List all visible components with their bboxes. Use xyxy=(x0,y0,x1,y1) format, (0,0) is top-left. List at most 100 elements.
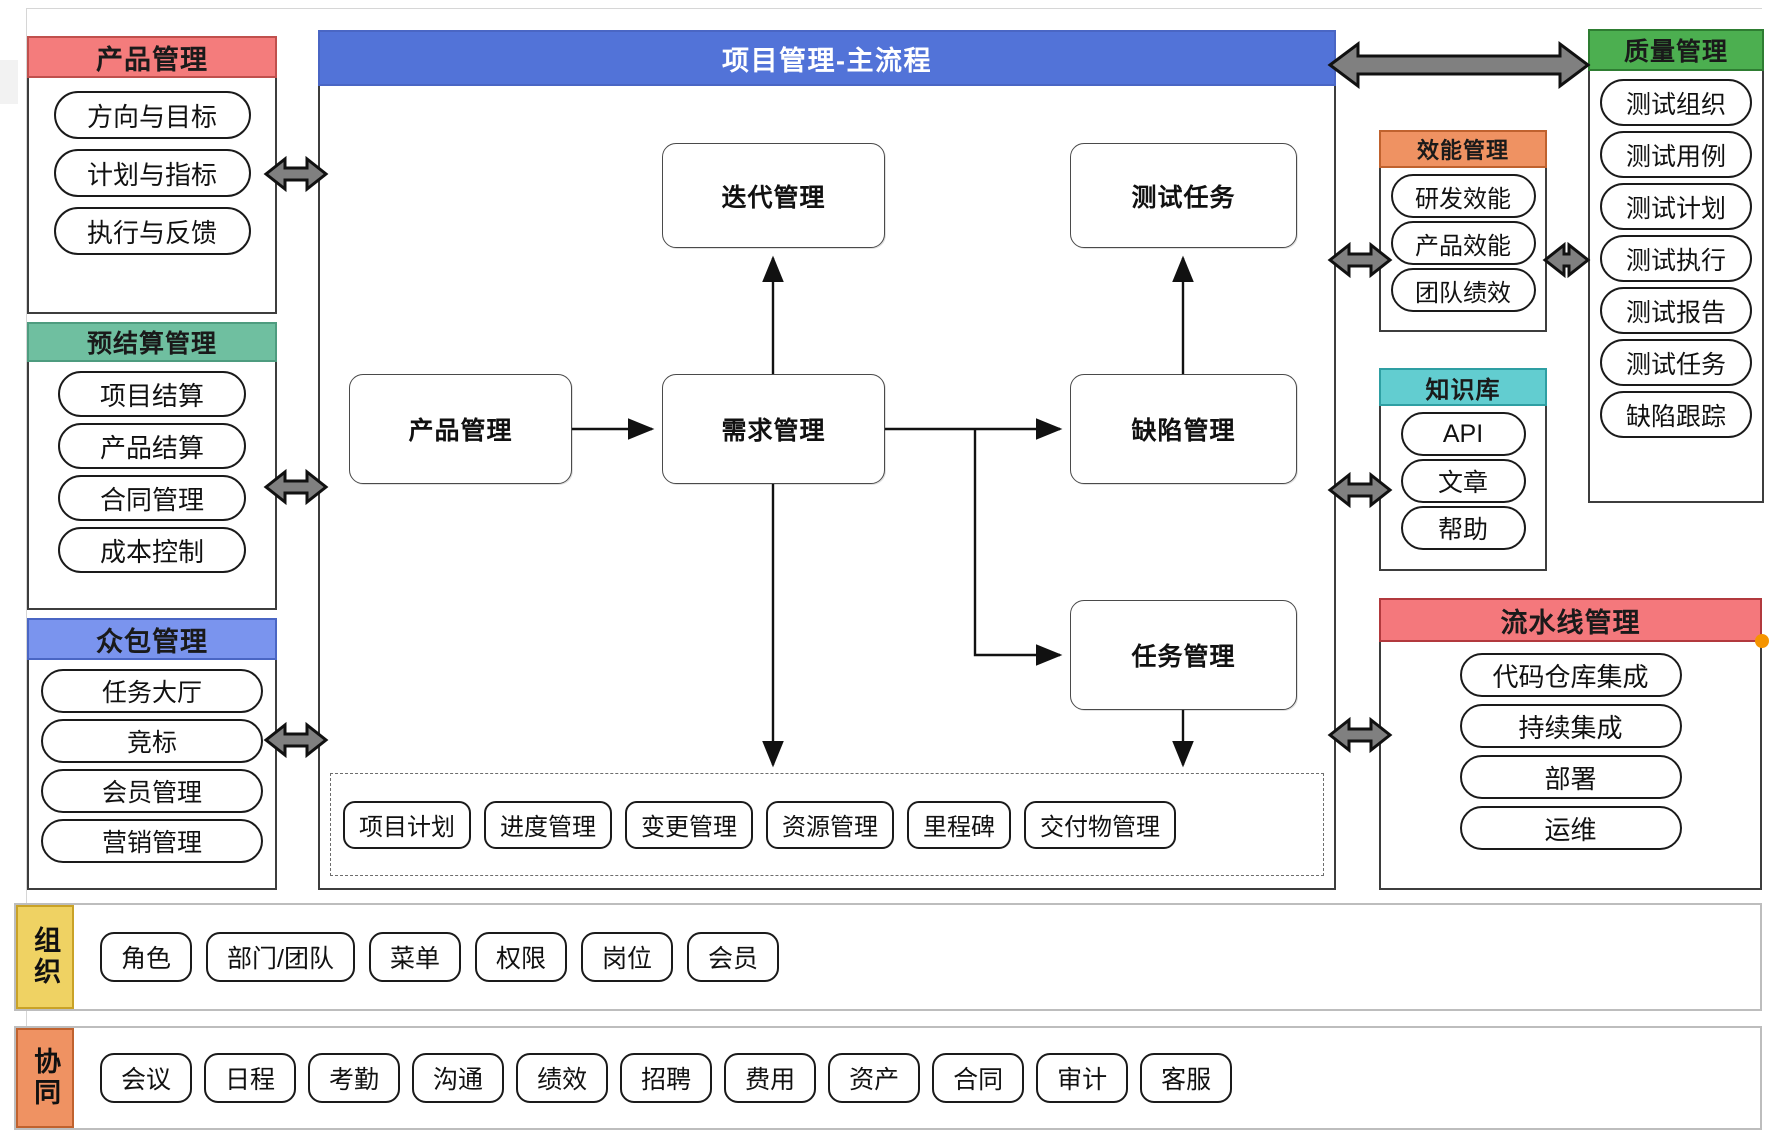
bar-pill[interactable]: 考勤 xyxy=(308,1053,401,1103)
panel-title-text: 知识库 xyxy=(1425,376,1501,404)
pill-item[interactable]: 执行与反馈 xyxy=(53,207,251,255)
node-label: 测试任务 xyxy=(1131,183,1236,212)
pill-item[interactable]: 测试任务 xyxy=(1600,339,1752,386)
panel-crowdsourcing-management[interactable]: 众包管理 任务大厅 竞标 会员管理 营销管理 xyxy=(27,618,277,890)
bar-pill-label: 岗位 xyxy=(602,945,653,973)
pill-label: API xyxy=(1442,419,1484,448)
bar-pill-label: 考勤 xyxy=(329,1066,380,1094)
flow-node-iteration[interactable]: 迭代管理 xyxy=(662,143,885,248)
pill-label: 持续集成 xyxy=(1518,712,1623,743)
pill-label: 测试报告 xyxy=(1625,298,1726,327)
bar-pill-label: 沟通 xyxy=(433,1066,484,1094)
bar-pill-label: 资产 xyxy=(849,1066,900,1094)
pill-label: 测试执行 xyxy=(1625,246,1726,275)
pill-item[interactable]: 会员管理 xyxy=(41,769,263,813)
panel-title: 产品管理 xyxy=(27,36,277,78)
subitem-pill[interactable]: 资源管理 xyxy=(766,800,894,849)
pill-item[interactable]: 代码仓库集成 xyxy=(1459,653,1682,697)
bar-pill[interactable]: 沟通 xyxy=(412,1053,505,1103)
flow-header: 项目管理-主流程 xyxy=(318,30,1336,86)
bar-pill[interactable]: 部门/团队 xyxy=(206,932,355,982)
bar-pill[interactable]: 费用 xyxy=(724,1053,817,1103)
pill-label: 测试用例 xyxy=(1625,142,1726,171)
pill-item[interactable]: 测试组织 xyxy=(1600,79,1752,126)
flow-node-task-management[interactable]: 任务管理 xyxy=(1070,600,1297,710)
bar-pill[interactable]: 会员 xyxy=(687,932,780,982)
pill-item[interactable]: 方向与目标 xyxy=(53,91,251,139)
pill-label: 帮助 xyxy=(1437,516,1488,544)
bar-pill[interactable]: 角色 xyxy=(100,932,193,982)
panel-knowledge-base[interactable]: 知识库 API 文章 帮助 xyxy=(1379,368,1547,571)
bar-pill[interactable]: 权限 xyxy=(474,932,567,982)
pill-item[interactable]: 运维 xyxy=(1459,806,1682,850)
pill-item[interactable]: 营销管理 xyxy=(41,819,263,863)
pill-item[interactable]: 测试用例 xyxy=(1600,131,1752,178)
pill-item[interactable]: 研发效能 xyxy=(1390,174,1536,218)
pill-label: 计划与指标 xyxy=(86,159,217,190)
pill-label: 项目结算 xyxy=(99,380,204,411)
bar-pill[interactable]: 日程 xyxy=(204,1053,297,1103)
flow-node-defect-management[interactable]: 缺陷管理 xyxy=(1070,374,1297,484)
flow-title: 项目管理-主流程 xyxy=(722,45,932,76)
pill-item[interactable]: 测试计划 xyxy=(1600,183,1752,230)
subitem-pill[interactable]: 项目计划 xyxy=(343,800,471,849)
panel-items: 任务大厅 竞标 会员管理 营销管理 xyxy=(29,660,275,872)
pill-item[interactable]: 帮助 xyxy=(1400,506,1526,550)
bar-pill-label: 部门/团队 xyxy=(227,945,334,973)
bar-pill[interactable]: 招聘 xyxy=(620,1053,713,1103)
pill-item[interactable]: 测试执行 xyxy=(1600,235,1752,282)
pill-item[interactable]: 持续集成 xyxy=(1459,704,1682,748)
pill-item[interactable]: 部署 xyxy=(1459,755,1682,799)
pill-label: 任务大厅 xyxy=(101,679,202,707)
pill-item[interactable]: 产品效能 xyxy=(1390,221,1536,265)
bar-pill-label: 客服 xyxy=(1161,1066,1212,1094)
panel-quality-management[interactable]: 质量管理 测试组织 测试用例 测试计划 测试执行 测试报告 测试任务 缺陷跟踪 xyxy=(1588,29,1764,503)
page-top-rule xyxy=(26,8,1762,9)
pill-item[interactable]: 任务大厅 xyxy=(41,669,263,713)
double-arrow-efficiency-to-quality xyxy=(1542,241,1591,279)
pill-item[interactable]: 缺陷跟踪 xyxy=(1600,391,1752,438)
bar-tag-collaboration: 协同 xyxy=(16,1028,74,1128)
flow-subitems-container: 项目计划 进度管理 变更管理 资源管理 里程碑 交付物管理 xyxy=(330,773,1324,876)
flow-node-requirement-management[interactable]: 需求管理 xyxy=(662,374,885,484)
bar-pill[interactable]: 会议 xyxy=(100,1053,193,1103)
pill-item[interactable]: 计划与指标 xyxy=(53,149,251,197)
pill-item[interactable]: API xyxy=(1400,412,1526,456)
pill-item[interactable]: 产品结算 xyxy=(58,423,246,469)
pill-label: 成本控制 xyxy=(99,536,204,567)
bar-tag-organization: 组织 xyxy=(16,905,74,1009)
bar-pill[interactable]: 岗位 xyxy=(581,932,674,982)
bar-pill[interactable]: 客服 xyxy=(1140,1053,1233,1103)
bar-pill[interactable]: 合同 xyxy=(932,1053,1025,1103)
pill-item[interactable]: 项目结算 xyxy=(58,371,246,417)
bar-pill[interactable]: 绩效 xyxy=(516,1053,609,1103)
subitem-pill[interactable]: 交付物管理 xyxy=(1024,800,1176,849)
flow-node-product-management[interactable]: 产品管理 xyxy=(349,374,572,484)
panel-efficiency-management[interactable]: 效能管理 研发效能 产品效能 团队绩效 xyxy=(1379,130,1547,332)
bar-pill[interactable]: 资产 xyxy=(828,1053,921,1103)
panel-title: 流水线管理 xyxy=(1379,598,1762,642)
pill-item[interactable]: 团队绩效 xyxy=(1390,268,1536,312)
pill-item[interactable]: 竞标 xyxy=(41,719,263,763)
subitem-pill[interactable]: 变更管理 xyxy=(625,800,753,849)
pipeline-marker-dot xyxy=(1755,634,1769,648)
panel-product-management[interactable]: 产品管理 方向与目标 计划与指标 执行与反馈 xyxy=(27,36,277,314)
pill-item[interactable]: 合同管理 xyxy=(58,475,246,521)
bar-pill-label: 会议 xyxy=(121,1066,172,1094)
pill-label: 研发效能 xyxy=(1415,185,1511,213)
pill-item[interactable]: 测试报告 xyxy=(1600,287,1752,334)
panel-items: 研发效能 产品效能 团队绩效 xyxy=(1381,168,1545,318)
subitem-pill[interactable]: 里程碑 xyxy=(907,800,1011,849)
page-left-rule xyxy=(26,8,27,1130)
panel-items: API 文章 帮助 xyxy=(1381,406,1545,556)
flow-node-test-task[interactable]: 测试任务 xyxy=(1070,143,1297,248)
pill-item[interactable]: 成本控制 xyxy=(58,527,246,573)
bar-pill[interactable]: 审计 xyxy=(1036,1053,1129,1103)
subitem-label: 项目计划 xyxy=(359,814,455,841)
pill-item[interactable]: 文章 xyxy=(1400,459,1526,503)
node-label: 迭代管理 xyxy=(721,183,826,212)
bar-pill[interactable]: 菜单 xyxy=(368,932,461,982)
panel-budget-settlement-management[interactable]: 预结算管理 项目结算 产品结算 合同管理 成本控制 xyxy=(27,322,277,610)
panel-pipeline-management[interactable]: 流水线管理 代码仓库集成 持续集成 部署 运维 xyxy=(1379,598,1762,890)
subitem-pill[interactable]: 进度管理 xyxy=(484,800,612,849)
